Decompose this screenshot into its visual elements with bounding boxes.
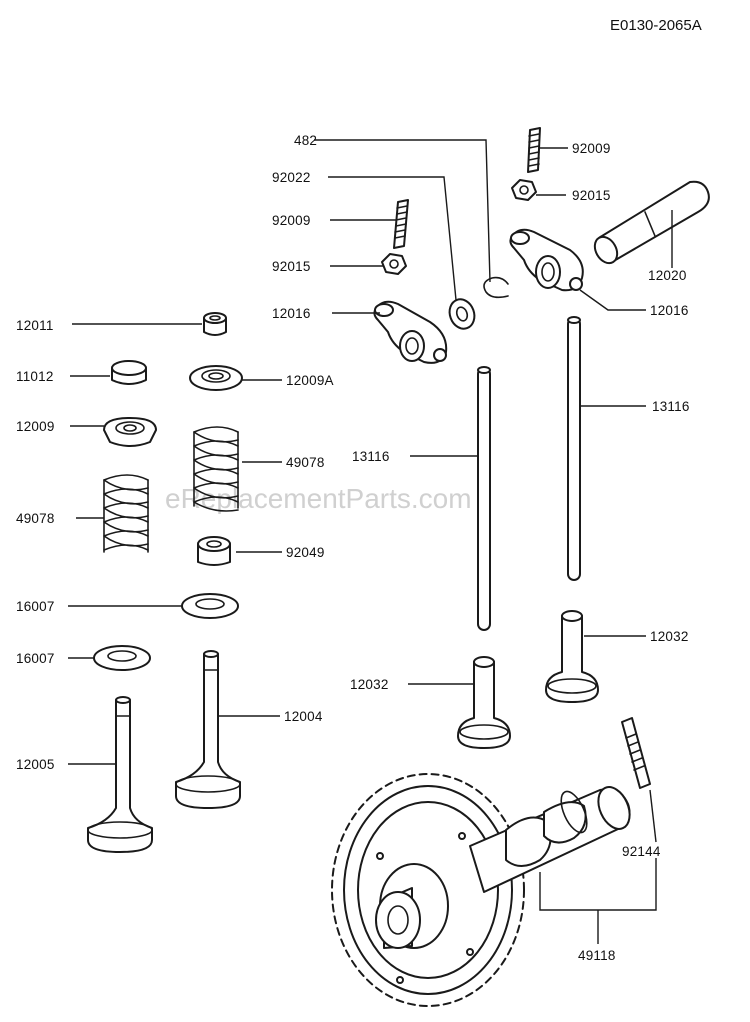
part-12016-rocker-arm-left[interactable]	[373, 300, 448, 364]
part-16007-washer-lower[interactable]	[93, 645, 151, 671]
label-12004: 12004	[284, 709, 323, 724]
label-482: 482	[294, 133, 317, 148]
label-12020: 12020	[648, 268, 687, 283]
part-12032-tappet-left[interactable]	[457, 656, 511, 749]
label-92144: 92144	[622, 844, 661, 859]
label-49118: 49118	[578, 948, 616, 963]
diagram-code: E0130-2065A	[610, 17, 702, 34]
part-92049-seal[interactable]	[197, 536, 231, 566]
part-92144-pin[interactable]	[621, 717, 651, 789]
label-11012: 11012	[16, 369, 54, 384]
label-92009-right: 92009	[572, 141, 611, 156]
label-12009A: 12009A	[286, 373, 334, 388]
label-13116-right: 13116	[652, 399, 690, 414]
label-92022: 92022	[272, 170, 311, 185]
part-12005-valve[interactable]	[87, 696, 153, 853]
part-92015-nut-right[interactable]	[511, 179, 537, 201]
part-12011-cap[interactable]	[203, 312, 227, 336]
label-12032-right: 12032	[650, 629, 689, 644]
part-12032-tappet-right[interactable]	[545, 610, 599, 703]
label-12009: 12009	[16, 419, 55, 434]
part-49078-spring-left[interactable]	[103, 474, 149, 553]
leader-lines	[68, 139, 673, 944]
label-92009-left: 92009	[272, 213, 311, 228]
part-13116-push-rod-right[interactable]	[567, 316, 581, 581]
part-92009-screw-left[interactable]	[393, 199, 409, 249]
watermark: eReplacementParts.com	[165, 483, 472, 514]
part-12009-retainer[interactable]	[103, 417, 157, 447]
part-12009A-retainer[interactable]	[189, 365, 243, 391]
label-12011: 12011	[16, 318, 54, 333]
label-12016-right: 12016	[650, 303, 689, 318]
part-92022-washer[interactable]	[446, 296, 479, 332]
label-16007-lower: 16007	[16, 651, 55, 666]
label-12016-left: 12016	[272, 306, 311, 321]
label-92015-right: 92015	[572, 188, 611, 203]
part-13116-push-rod-left[interactable]	[477, 366, 491, 631]
part-11012-plug[interactable]	[111, 360, 147, 385]
label-12032-left: 12032	[350, 677, 389, 692]
part-92015-nut-left[interactable]	[381, 253, 407, 275]
label-16007-upper: 16007	[16, 599, 55, 614]
part-49118-camshaft[interactable]	[331, 773, 636, 1007]
label-12005: 12005	[16, 757, 55, 772]
label-49078-left: 49078	[16, 511, 55, 526]
part-12004-valve[interactable]	[175, 650, 241, 809]
label-92015-left: 92015	[272, 259, 311, 274]
part-12016-rocker-arm-right[interactable]	[509, 228, 584, 292]
part-16007-washer-upper[interactable]	[181, 593, 239, 619]
label-92049: 92049	[286, 545, 325, 560]
label-13116-left: 13116	[352, 449, 390, 464]
part-92009-screw-right[interactable]	[527, 127, 541, 173]
part-49078-spring-right[interactable]	[193, 426, 239, 512]
label-49078-right: 49078	[286, 455, 325, 470]
part-482-circlip[interactable]	[483, 276, 509, 299]
part-12020-rocker-shaft[interactable]	[590, 180, 710, 267]
part-labels: 482 92009 92022 92015 92009 92015 12020 …	[16, 133, 690, 963]
